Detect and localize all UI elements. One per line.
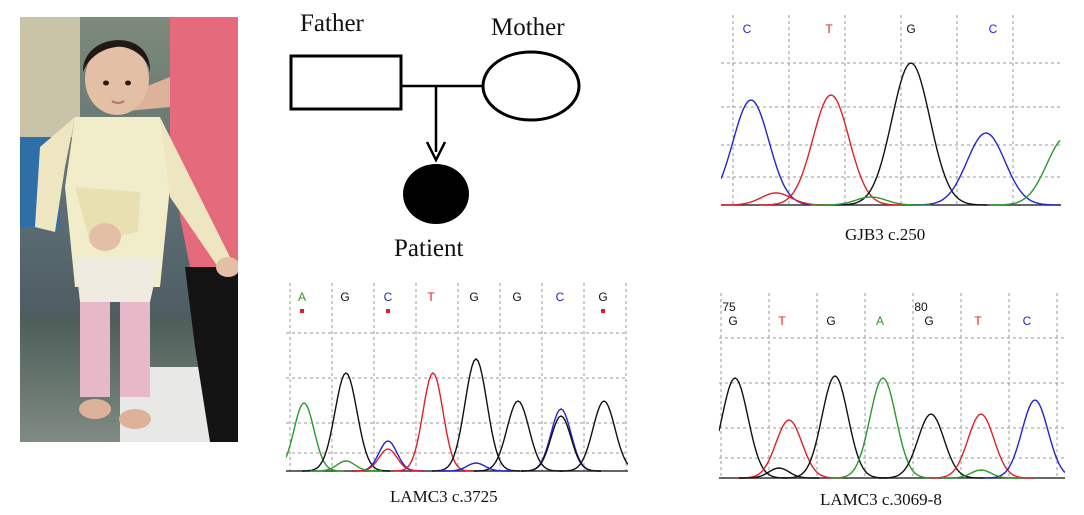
- chromatogram-lamc3-3069: G T G A G T C 75 80: [719, 293, 1065, 479]
- chromatogram-peak: [739, 467, 819, 479]
- chromatogram-peak: [521, 408, 601, 472]
- chromatogram-peak: [560, 400, 628, 472]
- chromatogram-peak: [719, 377, 788, 479]
- chromatogram-peak: [431, 358, 521, 472]
- base-label: C: [743, 22, 752, 36]
- chromatogram-peak: [983, 399, 1065, 479]
- base-label: G: [469, 290, 478, 304]
- chromatogram-peak: [721, 99, 824, 206]
- base-label: G: [826, 314, 835, 328]
- chromatogram-peak: [352, 448, 424, 472]
- patient-symbol: [403, 164, 469, 224]
- base-label: G: [728, 314, 737, 328]
- father-label: Father: [300, 10, 364, 37]
- base-label: G: [924, 314, 933, 328]
- chromatogram-peak: [929, 413, 1033, 479]
- chromatogram-peak: [286, 402, 344, 472]
- base-label: T: [427, 290, 435, 304]
- mother-symbol: [481, 50, 581, 122]
- base-label: G: [598, 290, 607, 304]
- caption-lamc3-3069: LAMC3 c.3069-8: [820, 490, 942, 509]
- base-label: A: [876, 314, 884, 328]
- chromatogram-peak: [440, 462, 512, 472]
- position-number: 80: [914, 300, 928, 314]
- chromatogram-grid: [719, 293, 1065, 478]
- position-number: 75: [722, 300, 736, 314]
- base-label: G: [906, 22, 915, 36]
- patient-photo: [20, 17, 240, 442]
- patient-label: Patient: [394, 235, 464, 262]
- descent-arrowhead: [425, 141, 447, 163]
- base-label: C: [384, 290, 393, 304]
- base-label: C: [1023, 314, 1032, 328]
- base-label: G: [512, 290, 521, 304]
- child-patient-photo-icon: [20, 17, 240, 442]
- caption-gjb3: GJB3 c.250: [845, 225, 926, 244]
- variant-marker: [300, 309, 304, 313]
- chromatogram-peak: [811, 196, 931, 206]
- chromatogram-peak: [758, 94, 904, 206]
- chromatogram-peak: [392, 372, 474, 472]
- base-label: C: [989, 22, 998, 36]
- base-label: G: [340, 290, 349, 304]
- chromatogram-peak: [310, 460, 382, 472]
- base-label: A: [298, 290, 306, 304]
- chromatogram-peak: [521, 415, 601, 472]
- base-label: T: [825, 22, 833, 36]
- chromatogram-peak: [737, 419, 841, 479]
- caption-lamc3-3725: LAMC3 c.3725: [390, 487, 498, 506]
- chromatogram-peak: [474, 400, 562, 472]
- base-label: T: [778, 314, 786, 328]
- chromatogram-peak: [910, 132, 1061, 206]
- base-label: C: [556, 290, 565, 304]
- base-label: T: [974, 314, 982, 328]
- chromatogram-peak: [834, 62, 988, 206]
- chromatogram-peak: [941, 469, 1021, 479]
- chromatogram-peak: [301, 372, 391, 472]
- chromatogram-peak: [879, 413, 983, 479]
- chromatogram-gjb3: CTGCA: [721, 15, 1061, 206]
- chromatogram-peak: [990, 139, 1061, 206]
- chromatogram-grid: [721, 15, 1061, 205]
- mother-label: Mother: [491, 14, 565, 41]
- variant-marker: [601, 309, 605, 313]
- chromatogram-peak: [830, 377, 936, 479]
- chromatogram-peak: [782, 375, 888, 479]
- variant-marker: [386, 309, 390, 313]
- father-symbol: [289, 54, 403, 111]
